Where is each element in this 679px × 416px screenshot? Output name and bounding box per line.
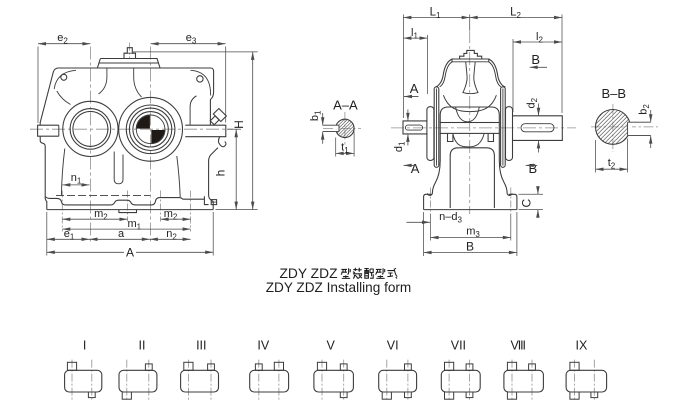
svg-text:A: A: [410, 81, 419, 96]
svg-text:VIII: VIII: [511, 339, 526, 353]
svg-text:t2: t2: [608, 157, 616, 171]
svg-text:B: B: [466, 239, 474, 253]
svg-text:I: I: [83, 339, 86, 353]
svg-text:b1: b1: [309, 110, 323, 121]
svg-text:n1: n1: [71, 172, 82, 186]
svg-text:e3: e3: [186, 32, 197, 46]
svg-text:A–A: A–A: [333, 98, 358, 113]
svg-text:d2: d2: [526, 97, 540, 108]
svg-text:III: III: [196, 339, 206, 353]
svg-text:C: C: [520, 199, 534, 208]
svg-text:h: h: [214, 170, 228, 177]
svg-text:VII: VII: [451, 339, 466, 353]
svg-text:l2: l2: [536, 31, 543, 45]
svg-text:A: A: [126, 245, 134, 259]
svg-text:B: B: [531, 52, 540, 67]
svg-text:L1: L1: [430, 7, 441, 21]
svg-text:ZDY ZDZ Installing form: ZDY ZDZ Installing form: [266, 280, 412, 295]
svg-text:IV: IV: [257, 339, 269, 353]
svg-text:A: A: [411, 161, 420, 176]
svg-text:VI: VI: [387, 339, 399, 353]
svg-text:H: H: [232, 120, 246, 129]
svg-text:e1: e1: [64, 228, 75, 242]
svg-text:B: B: [528, 161, 537, 176]
svg-text:a: a: [118, 228, 125, 240]
svg-text:L2: L2: [510, 7, 521, 21]
svg-text:b2: b2: [637, 104, 651, 115]
svg-text:n2: n2: [166, 228, 177, 242]
svg-text:IX: IX: [575, 339, 587, 353]
svg-text:B–B: B–B: [602, 86, 627, 101]
svg-text:t1: t1: [341, 142, 349, 156]
svg-text:II: II: [139, 339, 146, 353]
svg-text:V: V: [327, 339, 336, 353]
svg-text:ZDY ZDZ: ZDY ZDZ: [280, 266, 338, 281]
svg-text:n–d3: n–d3: [439, 211, 462, 225]
svg-text:e2: e2: [57, 32, 68, 46]
svg-text:l1: l1: [411, 27, 418, 41]
svg-text:d1: d1: [393, 141, 407, 152]
